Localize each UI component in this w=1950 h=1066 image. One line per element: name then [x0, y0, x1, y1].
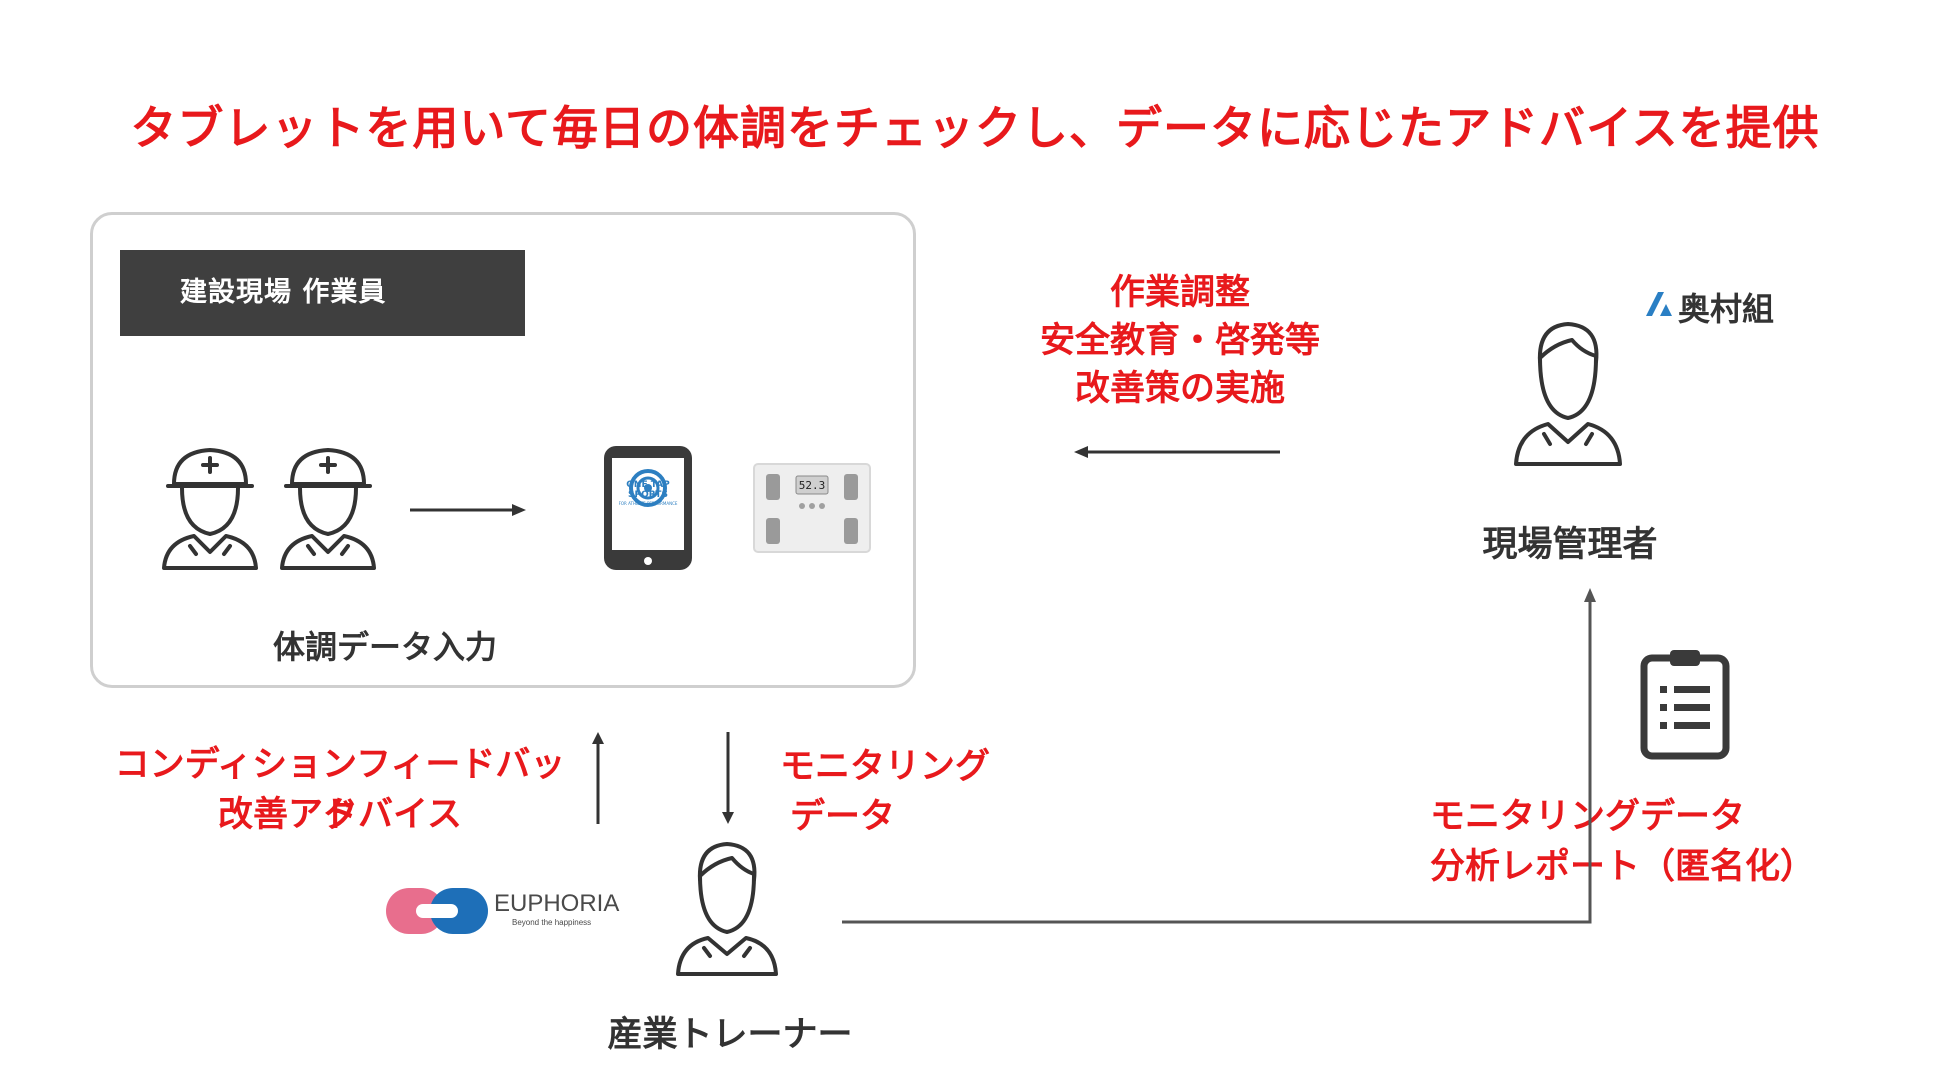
trainer-person-icon	[672, 838, 782, 978]
tablet-icon	[602, 444, 694, 572]
monitoring-line-1: モニタリング	[780, 738, 990, 789]
scale-display: 52.3	[796, 479, 828, 492]
okumura-logo-icon	[1644, 290, 1674, 318]
page-title: タブレットを用いて毎日の体調をチェックし、データに応じたアドバイスを提供	[0, 92, 1950, 158]
manager-label: 現場管理者	[1440, 516, 1700, 567]
action-line-3: 改善策の実施	[960, 360, 1400, 411]
arrow-up-icon	[588, 730, 608, 826]
panel-header: 建設現場 作業員	[120, 250, 525, 336]
action-line-1: 作業調整	[960, 264, 1400, 315]
clipboard-icon	[1640, 646, 1730, 760]
body-scale-icon	[752, 462, 872, 554]
monitoring-line-2: データ	[790, 788, 895, 839]
manager-person-icon	[1510, 318, 1626, 468]
okumura-logo-text: 奥村組	[1678, 284, 1774, 330]
euphoria-logo-icon	[384, 886, 490, 936]
euphoria-tagline: Beyond the happiness	[512, 918, 591, 927]
trainer-label: 産業トレーナー	[580, 1006, 880, 1057]
arrow-right-icon	[408, 500, 528, 520]
worker-helmet-icon	[278, 442, 378, 572]
tablet-logo-line3: FOR ATHLETE PERFORMANCE	[608, 501, 688, 506]
panel-caption: 体調データ入力	[230, 622, 540, 668]
arrow-down-icon	[718, 730, 738, 826]
euphoria-logo-text: EUPHORIA	[494, 890, 619, 918]
tablet-logo-line1: ONE TAP	[608, 480, 688, 490]
arrow-left-icon	[1072, 442, 1282, 462]
worker-helmet-icon	[160, 442, 260, 572]
action-line-2: 安全教育・啓発等	[960, 312, 1400, 363]
tablet-logo-line2: SPORTS	[608, 490, 688, 500]
feedback-line-2: 改善アドバイス	[110, 786, 570, 837]
